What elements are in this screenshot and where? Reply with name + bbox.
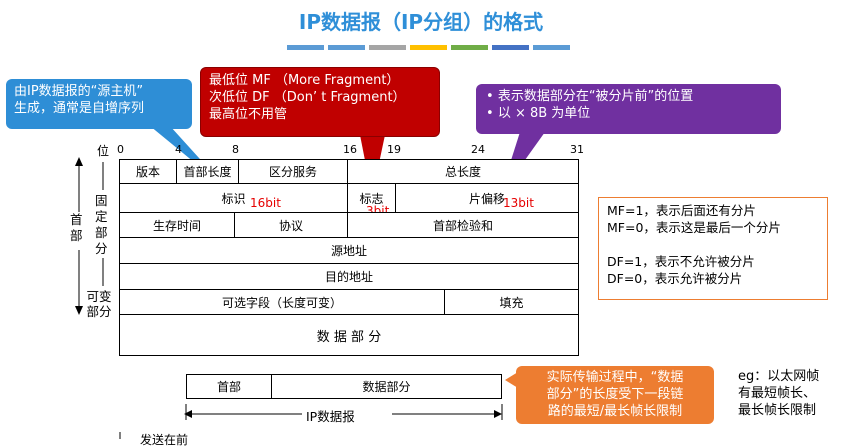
title-underline-bars (287, 45, 570, 50)
field-identification: 标识 (119, 183, 348, 213)
bit-tick: 0 (117, 143, 124, 156)
callout-mtu-note: 实际传输过程中，“数据 部分”的长度受下一段链 路的最短/最长帧长限制 (516, 366, 714, 424)
bit-tick: 8 (232, 143, 239, 156)
field-options: 可选字段（长度可变） (119, 289, 445, 315)
title-bar-segment (451, 45, 488, 50)
callout-line: 由IP数据报的“源主机” (14, 84, 144, 99)
callout-line: 路的最短/最长帧长限制 (547, 404, 683, 419)
callout-line: 最低位 MF （More Fragment） (209, 73, 400, 88)
packet-length-label: IP数据报 (304, 406, 357, 425)
callout-identification-note: 由IP数据报的“源主机” 生成，通常是自增序列 (6, 79, 192, 129)
callout-offset-note: • 表示数据部分在“被分片前”的位置 • 以 × 8B 为单位 (476, 84, 781, 134)
callout-line: 次低位 DF （Don’ t Fragment） (209, 90, 406, 105)
truncated-label: 发送在前 (140, 433, 189, 447)
note-line: MF=1，表示后面还有分片 (607, 203, 756, 218)
page-title: IP数据报（IP分组）的格式 (298, 10, 544, 34)
field-data: 数 据 部 分 (119, 314, 579, 356)
bit-ruler-label: 位 (97, 144, 110, 158)
callout-line: 最高位不用管 (209, 107, 288, 122)
field-padding: 填充 (444, 289, 579, 315)
field-version: 版本 (119, 159, 177, 184)
title-bar-segment (287, 45, 324, 50)
orange-callout-tail (505, 372, 518, 388)
note-line: DF=1，表示不允许被分片 (607, 254, 755, 269)
callout-flags-note: 最低位 MF （More Fragment） 次低位 DF （Don’ t Fr… (200, 67, 440, 137)
bit-tick: 31 (570, 143, 584, 156)
callout-line: • 表示数据部分在“被分片前”的位置 (486, 89, 694, 104)
flag-notes-box: MF=1，表示后面还有分片 MF=0，表示这是最后一个分片 DF=1，表示不允许… (598, 197, 828, 300)
fragment-offset-bits: 13bit (503, 196, 534, 210)
title-bar-segment (410, 45, 447, 50)
callout-line: 实际传输过程中，“数据 (546, 370, 684, 385)
callout-line: 部分”的长度受下一段链 (546, 387, 684, 402)
eg-line: eg：以太网帧 (738, 369, 820, 384)
bit-tick: 19 (387, 143, 401, 156)
eg-line: 最长帧长限制 (738, 403, 817, 418)
identification-bits: 16bit (250, 196, 281, 210)
header-label: 首部 (70, 212, 86, 244)
packet-header: 首部 (186, 374, 272, 399)
callout-line: • 以 × 8B 为单位 (486, 106, 591, 121)
field-protocol: 协议 (234, 212, 348, 238)
title-bar-segment (492, 45, 529, 50)
title-bar-segment (369, 45, 406, 50)
field-source-address: 源地址 (119, 237, 579, 264)
eg-line: 有最短帧长、 (738, 386, 817, 401)
field-total-length: 总长度 (347, 159, 579, 184)
fixed-part-label: 固定部分 (95, 193, 111, 257)
variable-part-label: 可变部分 (86, 289, 112, 319)
note-line: DF=0，表示允许被分片 (607, 271, 743, 286)
note-line: MF=0，表示这是最后一个分片 (607, 220, 781, 235)
packet-data: 数据部分 (271, 374, 502, 399)
field-header-length: 首部长度 (176, 159, 239, 184)
title-bar-segment (328, 45, 365, 50)
field-ttl: 生存时间 (119, 212, 235, 238)
bit-tick: 4 (175, 143, 182, 156)
ethernet-example-note: eg：以太网帧 有最短帧长、 最长帧长限制 (738, 368, 842, 419)
field-checksum: 首部检验和 (347, 212, 579, 238)
bit-tick: 16 (343, 143, 357, 156)
field-fragment-offset: 片偏移 (395, 183, 579, 213)
callout-line: 生成，通常是自增序列 (14, 101, 145, 116)
title-bar-segment (533, 45, 570, 50)
bit-tick: 24 (471, 143, 485, 156)
field-destination-address: 目的地址 (119, 263, 579, 290)
field-tos: 区分服务 (238, 159, 348, 184)
